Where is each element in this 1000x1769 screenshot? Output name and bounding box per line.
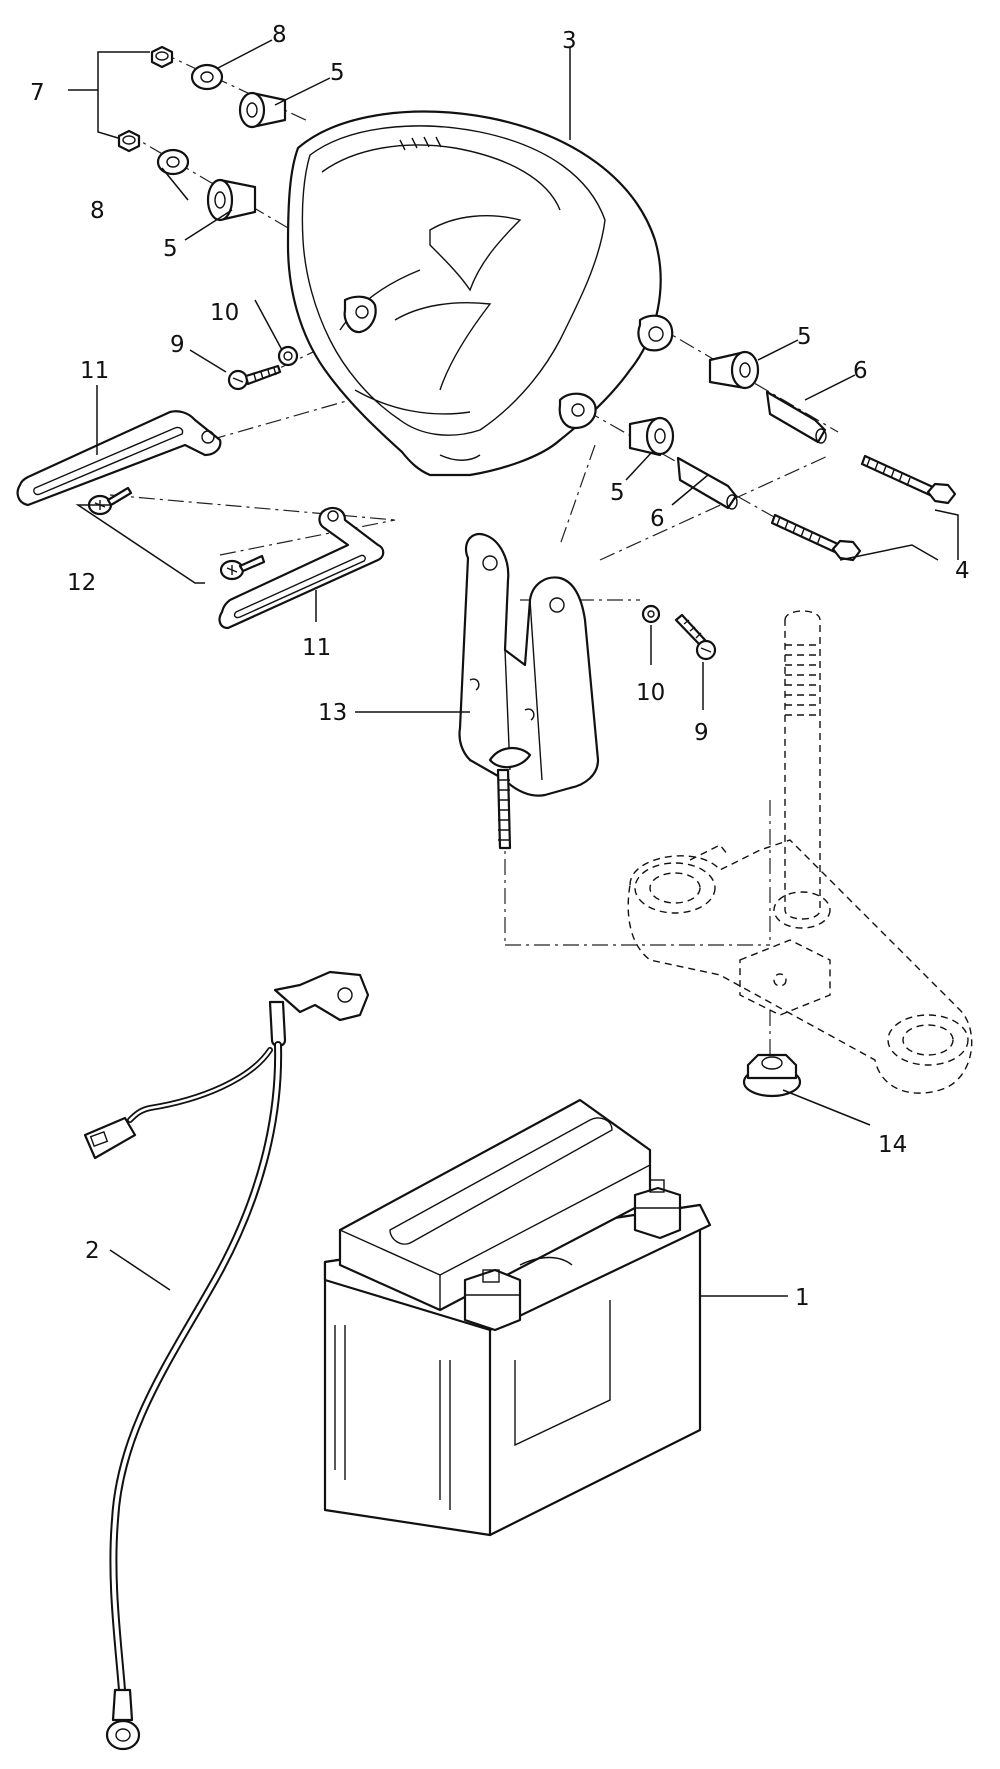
washer-upper	[190, 63, 224, 91]
callout-2: 2	[85, 1238, 100, 1264]
callout-14: 14	[878, 1132, 907, 1158]
bracket-screw-lower	[219, 554, 266, 581]
callout-7: 7	[30, 80, 45, 106]
fork-top-yoke-phantom	[627, 610, 973, 1094]
bushing-right-upper	[708, 350, 760, 390]
bracket-screw-upper	[87, 486, 133, 516]
screw-right	[674, 613, 717, 661]
callout-10-right: 10	[636, 680, 665, 706]
flange-nut	[742, 1053, 802, 1098]
callout-5-upper-left: 5	[330, 60, 345, 86]
screw-left	[227, 364, 282, 391]
callout-3: 3	[562, 28, 577, 54]
bracket-upper	[16, 410, 222, 507]
callout-10-left: 10	[210, 300, 239, 326]
wiring-harness	[83, 970, 370, 1751]
sleeve-lower	[676, 456, 738, 510]
callout-5-right-lower: 5	[610, 480, 625, 506]
bushing-mid-left	[206, 178, 257, 222]
callout-6-lower: 6	[650, 506, 665, 532]
callout-9-left: 9	[170, 332, 185, 358]
callout-5-right-upper: 5	[797, 324, 812, 350]
headlight-mount-bracket	[458, 532, 600, 850]
callout-6-upper: 6	[853, 358, 868, 384]
headlight-shell	[286, 110, 674, 477]
callout-11-lower: 11	[302, 635, 331, 661]
nut-lower	[117, 129, 141, 153]
callout-8-lower: 8	[90, 198, 105, 224]
battery	[323, 1098, 712, 1537]
callout-9-right: 9	[694, 720, 709, 746]
washer-left	[277, 345, 299, 367]
nut-upper	[150, 45, 174, 69]
leader-lines	[68, 39, 959, 1297]
bushing-right-lower	[628, 416, 675, 457]
callout-1: 1	[795, 1285, 810, 1311]
long-bolt-upper	[860, 454, 957, 505]
washer-right	[641, 604, 661, 624]
callout-labels: 7 8 8 5 5 3 10 9 11 12 11 5 6 5 6 4 13 1…	[30, 22, 970, 1311]
washer-lower	[156, 148, 190, 176]
callout-4: 4	[955, 558, 970, 584]
sleeve-upper	[765, 390, 827, 444]
bracket-lower	[218, 506, 385, 630]
callout-8-upper: 8	[272, 22, 287, 48]
callout-11-upper: 11	[80, 358, 109, 384]
callout-12: 12	[67, 570, 96, 596]
bushing-upper-left	[238, 91, 287, 129]
long-bolt-lower	[770, 513, 862, 562]
callout-13: 13	[318, 700, 347, 726]
callout-5-mid-left: 5	[163, 236, 178, 262]
